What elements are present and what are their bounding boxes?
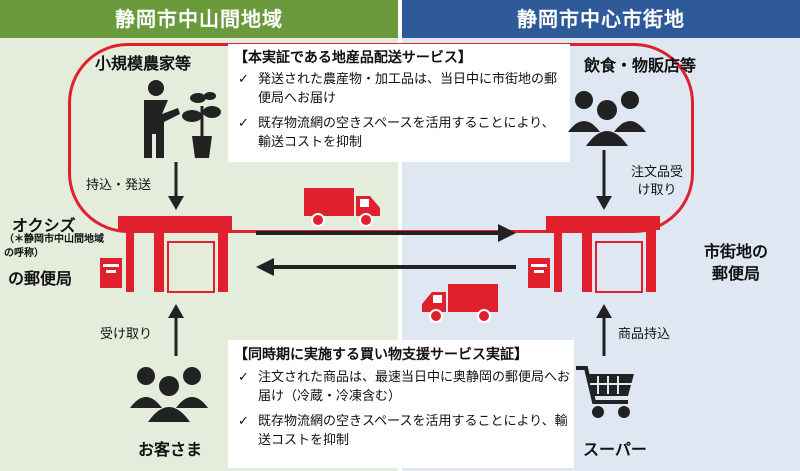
to-rural-arrow: [256, 258, 516, 276]
order-down-arrow: [596, 150, 612, 210]
rural-post-name: オクシズ: [12, 216, 76, 235]
pickup-up-arrow: [168, 304, 184, 356]
bullet-text: 既存物流網の空きスペースを活用することにより、輸送コストを抑制: [258, 414, 568, 448]
restaurant-label: 飲食・物販店等: [584, 56, 697, 75]
shopping-cart-icon: [576, 366, 634, 418]
city-post-office-icon: [528, 216, 660, 293]
bullet-text: 発送された農産物・加工品は、当日中に市街地の郵便局へお届け: [258, 72, 558, 106]
people-group-icon: [568, 91, 646, 146]
ship-label: 持込・発送: [86, 178, 152, 193]
local-product-service-title: 【本実証である地産品配送サービス】: [234, 50, 472, 66]
supermarket-label: スーパー: [583, 440, 647, 459]
shopping-support-bullet-2: ✓ 既存物流網の空きスペースを活用することにより、輸送コストを抑制: [238, 412, 572, 450]
farmer-label: 小規模農家等: [95, 54, 192, 73]
local-product-service-box: 【本実証である地産品配送サービス】 ✓ 発送された農産物・加工品は、当日中に市街…: [228, 44, 570, 162]
local-product-bullet-2: ✓ 既存物流網の空きスペースを活用することにより、輸送コストを抑制: [238, 114, 566, 152]
shopping-support-service-box: 【同時期に実施する買い物支援サービス実証】 ✓ 注文された商品は、最速当日中に奥…: [228, 340, 574, 468]
shopping-support-service-title: 【同時期に実施する買い物支援サービス実証】: [234, 347, 528, 363]
ship-down-arrow: [168, 162, 184, 210]
city-area-header: 静岡市中心市街地: [402, 0, 800, 38]
bullet-text: 注文された商品は、最速当日中に奥静岡の郵便局へお届け（冷蔵・冷凍含む）: [258, 370, 571, 404]
goods-up-arrow: [596, 304, 612, 356]
check-icon: ✓: [238, 414, 249, 429]
rural-area-header: 静岡市中山間地域: [0, 0, 398, 38]
check-icon: ✓: [238, 116, 249, 131]
farmer-icon: [144, 80, 221, 158]
shopping-support-bullet-1: ✓ 注文された商品は、最速当日中に奥静岡の郵便局へお届け（冷蔵・冷凍含む）: [238, 368, 572, 406]
to-city-arrow: [256, 224, 516, 242]
rural-post-suffix: の郵便局: [8, 269, 73, 288]
check-icon: ✓: [238, 72, 249, 87]
customer-label: お客さま: [138, 440, 203, 459]
rural-post-office-icon: [100, 216, 232, 293]
customer-group-icon: [130, 367, 208, 422]
rural-post-note: （＊静岡市中山間地域の呼称）: [4, 234, 104, 259]
city-post-line2: 郵便局: [712, 264, 761, 283]
pickup-label: 受け取り: [100, 327, 153, 342]
check-icon: ✓: [238, 370, 249, 385]
delivery-truck-icon: [304, 188, 380, 227]
delivery-truck-icon: [422, 284, 498, 323]
city-post-line1: 市街地の: [704, 242, 769, 261]
bullet-text: 既存物流網の空きスペースを活用することにより、輸送コストを抑制: [258, 116, 555, 150]
local-product-bullet-1: ✓ 発送された農産物・加工品は、当日中に市街地の郵便局へお届け: [238, 70, 566, 108]
receive-order-label: 注文品受け取り: [630, 165, 683, 198]
bring-goods-label: 商品持込: [618, 327, 671, 342]
